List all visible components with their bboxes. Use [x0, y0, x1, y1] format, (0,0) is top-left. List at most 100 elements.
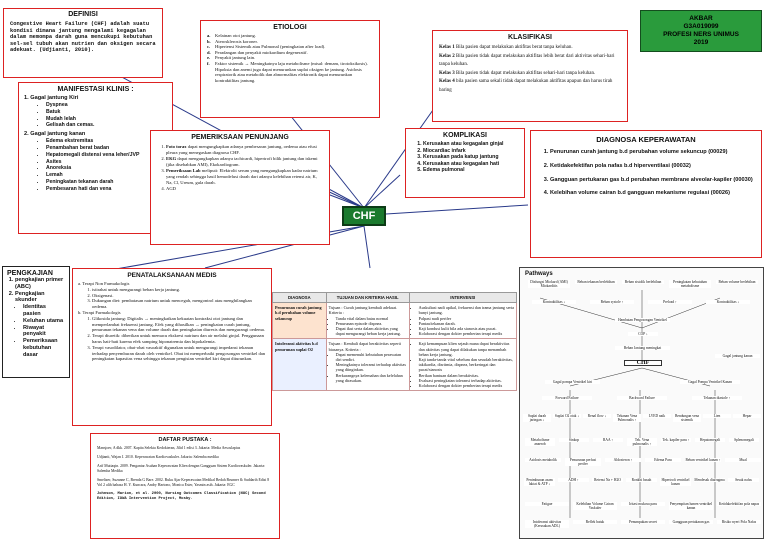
pathway-node: Ketidakefektifan pola napas — [717, 502, 761, 507]
pathway-node: Sesak nafas — [728, 478, 759, 483]
tujuan-title: Tujuan : Kembali dapat beraktivitas sepe… — [328, 341, 401, 352]
pathway-node: Mendesak diafragma — [694, 478, 725, 483]
pengkajian-title: PENGKAJIAN — [7, 270, 53, 277]
pathway-node: Hepatomegali — [695, 438, 725, 443]
klasifikasi-item: Kelas 1 Bila pasien dapat melakukan akti… — [439, 44, 621, 53]
pemeriksaan-key: Foto torax — [166, 144, 187, 149]
table-header-cell: DIAGNOSA — [272, 292, 327, 304]
pemeriksaan-text: meliputi: Elektrolit serum yang mengungk… — [166, 168, 318, 185]
pemeriksaan-title: PEMERIKSAAN PENUNJANG — [191, 134, 289, 141]
komplikasi-box: KOMPLIKASI Kerusakan atau kegagalan ginj… — [405, 128, 525, 198]
tujuan-title: Tujuan : Curah jantung kembali adekuat. … — [328, 305, 398, 316]
pemeriksaan-list: Foto torax dapat mengungkapkan adanya pe… — [157, 144, 323, 192]
pathway-node: Penumpukan secret — [621, 520, 665, 525]
etiologi-marker: c. — [207, 44, 211, 50]
penatalaksanaan-a-item: Dukungan diet: pembatasan natrium untuk … — [92, 298, 266, 310]
manifestasi-kiri-item: Batuk — [46, 109, 167, 116]
komplikasi-title: KOMPLIKASI — [443, 132, 487, 139]
intervensi-item: Pantau/tekanan darah. — [419, 321, 514, 326]
pathway-node: Tek. kapiler paru ↑ — [661, 438, 691, 443]
tujuan-list: Dapat memenuhi kebutuhan perawatan diri … — [329, 352, 407, 383]
pathway-node: Tek. Vena pulmonalis ↑ — [627, 438, 657, 447]
pathway-node: Beban ventrikel kanan ↑ — [685, 458, 721, 463]
intervensi-list: Kaji kemampuan klien sejauh mana dapat b… — [412, 341, 514, 388]
etiologi-item: b.Aterosklerosis koroner. — [207, 39, 373, 45]
etiologi-box: ETIOLOGI a.Kelainan otot jantung.b.Atero… — [200, 20, 380, 118]
connector-tabel — [363, 225, 371, 269]
etiologi-marker: a. — [207, 33, 211, 38]
definisi-box: DEFINISI Congestive Heart Failure (CHF) … — [3, 8, 163, 78]
klasifikasi-text: Bila pasien dapat melakukan aktifitas be… — [455, 45, 573, 50]
pathways-diagram: Pathways Disfungsi Miokard (AMI) Miokard… — [519, 267, 764, 539]
pathways-title: Pathways — [525, 271, 553, 277]
pathway-node: COP ↓ — [628, 332, 658, 337]
definisi-text: Congestive Heart Failure (CHF) adalah su… — [10, 21, 156, 54]
intervensi-item: Kolaborasi dengan dokter pemberian terap… — [419, 383, 514, 388]
manifestasi-kiri-item: Mudah lelah — [46, 116, 167, 123]
klasifikasi-title: KLASIFIKASI — [508, 34, 552, 41]
pathway-node: Asidosis metabolik — [525, 458, 561, 463]
tujuan-list: Tanda vital dalam batas normalPenurunan … — [329, 316, 407, 337]
pathway-node: Tekanan diastole ↑ — [692, 396, 742, 401]
intervensi-list: Auskultasi nadi apikal, frekuensi dan ir… — [412, 305, 514, 336]
pathway-node: Intoleransi aktivitas (Kerusakan ADL) — [525, 520, 569, 529]
pustaka-title: DAFTAR PUSTAKA : — [158, 437, 212, 443]
pemeriksaan-item: AGD — [166, 186, 323, 192]
pustaka-box: DAFTAR PUSTAKA : Mansjoer, A dkk. 2007. … — [90, 433, 280, 539]
pathway-node: Ronkhi basah — [626, 478, 657, 483]
manifestasi-kanan-title: 2. Gagal jantung kanan — [24, 131, 86, 138]
pathway-node: Edema Paru — [645, 458, 681, 463]
klasifikasi-text: Bila pasien tidak dapat melakukan aktifi… — [455, 70, 596, 76]
table-cell-tujuan: Tujuan : Kembali dapat beraktivitas sepe… — [325, 338, 410, 392]
manifestasi-kiri-item: Dyspnea — [46, 102, 167, 109]
klasifikasi-kelas: Kelas 3 — [439, 70, 455, 76]
pathway-node: Backward Failure — [617, 396, 667, 401]
pemeriksaan-box: PEMERIKSAAN PENUNJANG Foto torax dapat m… — [150, 130, 330, 245]
diagnosa-item: Ketidakefektifan pola nafas b.d hiperven… — [550, 163, 754, 171]
pathway-node: Beban systole ↑ — [590, 300, 634, 305]
pustaka-item: Udjianti, Wajan J. 2010. Keperawatan Kar… — [97, 455, 219, 459]
pathway-node: Iritasi mukosa paru — [621, 502, 665, 507]
etiologi-text: Kelainan otot jantung. — [215, 33, 256, 38]
pathway-chf-node: CHF — [624, 360, 662, 367]
pengkajian-sub-item: Riwayat penyakit — [23, 325, 65, 339]
pengkajian-list: pengkajian primer (ABC)Pengkajian skunde… — [7, 277, 65, 304]
intervensi-item: Palpasi nadi perifer — [419, 316, 514, 321]
klasifikasi-item: Kelas 4 bila pasien sama sekali tidak da… — [439, 78, 621, 95]
pathway-node: RAA ↑ — [593, 438, 623, 443]
pathway-node: Lien — [703, 414, 731, 419]
pustaka-item: Arif Muttaqin. 2009. Pengantar Asuhan Ke… — [97, 464, 266, 473]
klasifikasi-kelas: Kelas 1 — [439, 45, 455, 50]
klasifikasi-item: Kelas 3 Bila pasien tidak dapat melakuka… — [439, 70, 621, 79]
diagnosa-item: Penurunan curah jantung b.d perubahan vo… — [550, 149, 754, 157]
pathways-arrows — [539, 290, 721, 518]
table-cell-diagnosa: Intoleransi aktivitas b.d penurunan supl… — [272, 338, 327, 392]
pathway-node: Peningkatan kebutuhan metabolisme — [669, 280, 711, 289]
pengkajian-sub-list: Identitas pasienKeluhan utamaRiwayat pen… — [7, 304, 65, 358]
pengkajian-box: PENGKAJIAN pengkajian primer (ABC)Pengka… — [2, 266, 70, 378]
connector-komplikasi — [363, 174, 401, 209]
pustaka-item: Smeltzer, Suzanne C, Brenda G Bare. 2002… — [97, 478, 270, 487]
etiologi-text: Hipertensi Sistemik atau Pulmonal (penin… — [215, 44, 326, 50]
pathway-node: Beban Jantung meningkat — [615, 346, 670, 351]
pathway-node: Kontraktilitas ↓ — [532, 300, 576, 305]
pemeriksaan-item: Pemeriksaan Lab meliputi: Elektrolit ser… — [166, 168, 323, 185]
table-row: Intoleransi aktivitas b.d penurunan supl… — [272, 338, 517, 392]
etiologi-marker: b. — [207, 38, 211, 44]
etiologi-item: a. Kelainan otot jantung. — [207, 33, 373, 39]
komplikasi-list: Kerusakan atau kegagalan ginjalMiocardia… — [411, 141, 519, 174]
pathway-node: ADH ↑ — [558, 478, 589, 483]
etiologi-item: d.Peradangan dan penyakit miokardium deg… — [207, 50, 373, 56]
connector-klasifikasi — [363, 99, 441, 209]
tujuan-item: Berkurangnya kelemahan dan kelelahan yan… — [336, 373, 407, 383]
pathway-node: Penurunan perfusi perifer — [565, 458, 601, 467]
connector-penatalaksanaan — [204, 225, 365, 269]
manifestasi-kanan-item: Penambahan berat badan — [46, 145, 167, 152]
manifestasi-kiri-item: Gelisah dan cemas. — [46, 122, 167, 129]
tujuan-item: Dapat ikut serta dalam aktivitas yang da… — [336, 326, 407, 336]
pathway-node: Penimbunan asam laktat & ATP ↓ — [524, 478, 555, 487]
diagnosa-item: Kelebihan volume cairan b.d gangguan mek… — [550, 190, 754, 198]
